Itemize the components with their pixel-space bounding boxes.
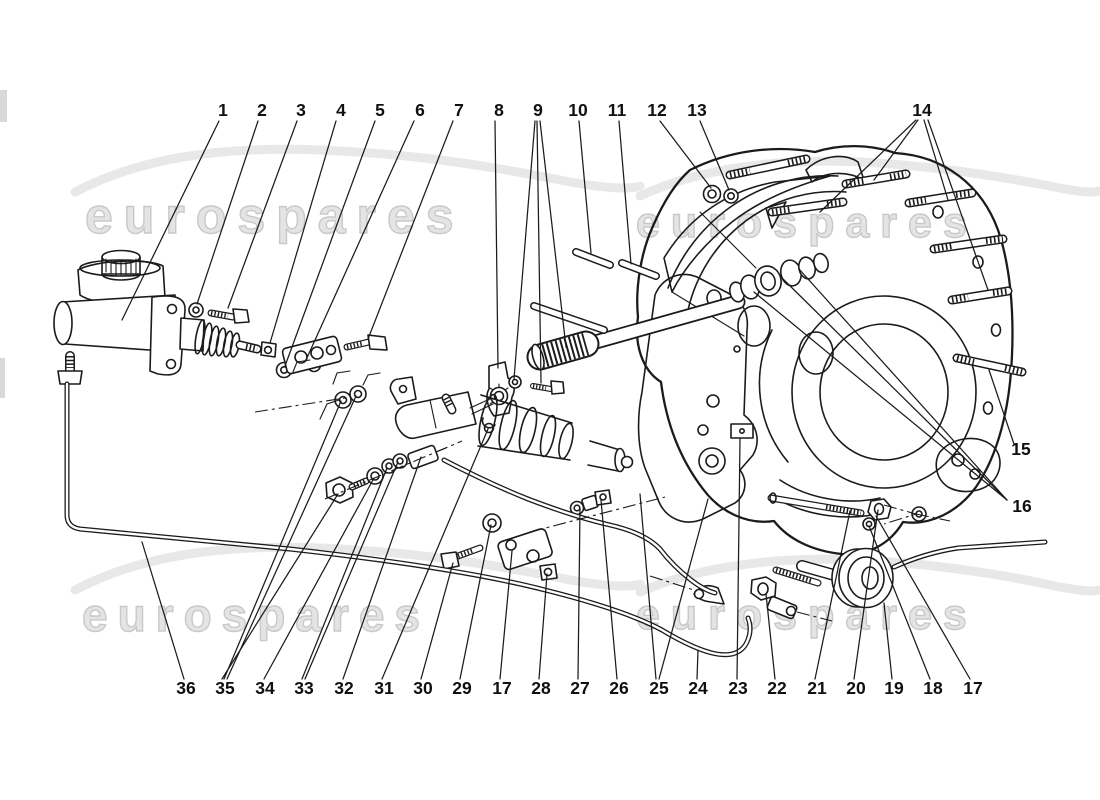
callout-3: 3 <box>296 100 306 120</box>
bushing-pair <box>319 372 381 420</box>
callout-14: 14 <box>912 100 932 120</box>
banjo-bolt-row <box>325 444 447 504</box>
mc-fasteners <box>188 302 388 385</box>
hydraulic-pipes <box>64 381 1048 658</box>
stud <box>767 197 848 217</box>
pulley <box>831 547 894 609</box>
slave-cylinder-drawing <box>389 376 634 473</box>
stud <box>904 188 977 208</box>
callout-21: 21 <box>807 678 827 698</box>
watermark-swoosh <box>70 542 645 595</box>
bleeder-fitting <box>57 351 83 385</box>
callout-5: 5 <box>375 100 385 120</box>
callout-8: 8 <box>494 100 504 120</box>
watermark-text: eurospares <box>636 591 978 639</box>
mc-flange <box>149 295 186 376</box>
callout-2: 2 <box>257 100 267 120</box>
stud <box>929 234 1008 254</box>
callout-25: 25 <box>649 678 669 698</box>
drawing-layer <box>53 144 1048 658</box>
callout-6: 6 <box>415 100 425 120</box>
callout-35: 35 <box>215 678 235 698</box>
watermark-swoosh <box>635 156 1100 201</box>
callout-28: 28 <box>531 678 551 698</box>
nut-and-ring-12-13 <box>702 184 739 204</box>
leader-lines <box>121 119 1015 680</box>
dowel-pad <box>730 423 754 439</box>
callout-26: 26 <box>609 678 629 698</box>
bolt-item-7 <box>367 334 388 351</box>
nut-item-4 <box>260 341 277 358</box>
watermark-swoosh <box>70 144 645 197</box>
callout-17a: 17 <box>492 678 511 698</box>
callout-34: 34 <box>255 678 275 698</box>
callout-17b: 17 <box>963 678 982 698</box>
callout-24: 24 <box>688 678 708 698</box>
callout-31: 31 <box>374 678 394 698</box>
callout-10: 10 <box>568 100 588 120</box>
callout-20: 20 <box>846 678 866 698</box>
callout-numbers: 1 2 3 4 5 6 7 8 9 10 11 12 13 14 15 16 3… <box>176 100 1032 698</box>
callout-23: 23 <box>728 678 748 698</box>
callout-32: 32 <box>334 678 354 698</box>
watermark-edge-fragment <box>0 90 7 122</box>
callout-33: 33 <box>294 678 314 698</box>
watermark-swoosh <box>635 554 1100 597</box>
callout-29: 29 <box>452 678 472 698</box>
callout-30: 30 <box>413 678 433 698</box>
pipe-clamp-group <box>440 489 612 581</box>
watermark-edge-fragment <box>0 358 5 398</box>
callout-16: 16 <box>1012 496 1032 516</box>
stud <box>841 169 911 189</box>
callout-18: 18 <box>923 678 943 698</box>
callout-7: 7 <box>454 100 464 120</box>
stud-item-15 <box>952 353 1027 377</box>
callout-1: 1 <box>218 100 228 120</box>
dowel-pins <box>530 248 660 334</box>
input-shaft-drawing <box>526 252 829 371</box>
callout-19: 19 <box>884 678 904 698</box>
hub-bushings <box>728 252 829 303</box>
callout-4: 4 <box>336 100 346 120</box>
stud <box>725 154 811 180</box>
callout-9: 9 <box>533 100 543 120</box>
slave-bellows <box>477 393 574 461</box>
assembly-axes <box>254 397 951 622</box>
callout-27: 27 <box>570 678 589 698</box>
master-cylinder-drawing <box>53 249 262 385</box>
callout-12: 12 <box>647 100 667 120</box>
callout-13: 13 <box>687 100 707 120</box>
callout-15: 15 <box>1011 439 1031 459</box>
callout-36: 36 <box>176 678 196 698</box>
callout-22: 22 <box>767 678 787 698</box>
housing-studs <box>725 154 1027 377</box>
callout-11: 11 <box>608 100 627 120</box>
cable-adjuster-group <box>693 492 927 620</box>
stud <box>947 286 1013 305</box>
